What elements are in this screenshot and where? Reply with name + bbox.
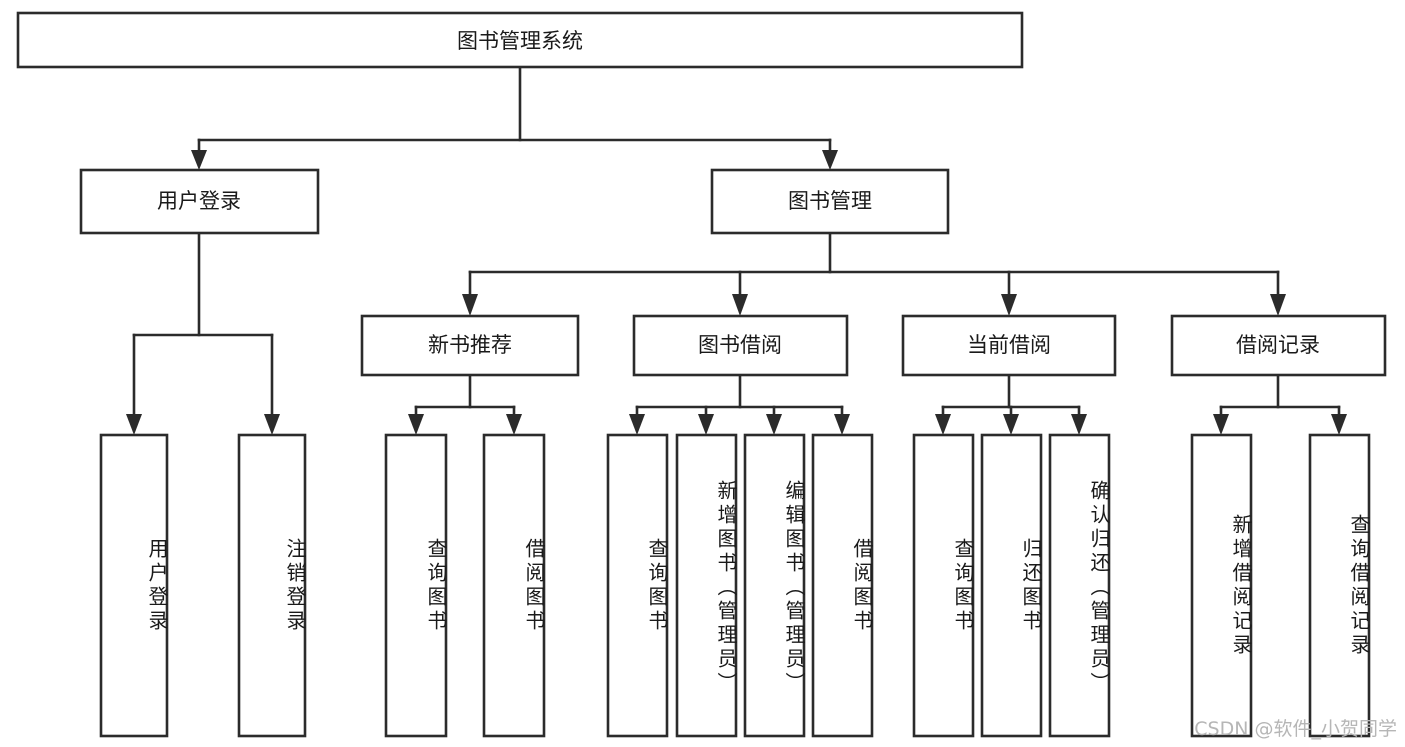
- node-borrow-record-box[interactable]: [1170, 314, 1387, 377]
- node-current-borrow-label: 当前借阅: [967, 333, 1051, 357]
- leaf-box-add-borrow-record[interactable]: [1190, 433, 1253, 738]
- leaf-box-borrow-book-bb[interactable]: [811, 433, 874, 738]
- node-new-book-rec[interactable]: 新书推荐: [360, 314, 580, 377]
- arrow-to-book-borrow: [732, 294, 748, 316]
- arrow-to-leaf-logout: [264, 414, 280, 435]
- arrow-bb-leaf-2: [698, 414, 714, 435]
- leaf-box-edit-book-admin[interactable]: [743, 433, 806, 738]
- node-root[interactable]: 图书管理系统: [16, 11, 1024, 69]
- node-root-box[interactable]: [16, 11, 1024, 69]
- node-user-login[interactable]: 用户登录: [79, 168, 320, 235]
- leaf-box-return-book[interactable]: [980, 433, 1043, 738]
- leaf-box-logout[interactable]: [237, 433, 307, 738]
- node-book-manage-box[interactable]: [710, 168, 950, 235]
- node-current-borrow-box[interactable]: [901, 314, 1117, 377]
- node-user-login-box[interactable]: [79, 168, 320, 235]
- node-book-borrow-box[interactable]: [632, 314, 849, 377]
- node-book-borrow[interactable]: 图书借阅: [632, 314, 849, 377]
- arrow-to-current-borrow: [1001, 294, 1017, 316]
- arrow-bb-leaf-3: [766, 414, 782, 435]
- leaf-box-query-book-cb[interactable]: [912, 433, 975, 738]
- arrow-cb-leaf-3: [1071, 414, 1087, 435]
- leaf-box-confirm-return-admin[interactable]: [1048, 433, 1111, 738]
- node-book-manage-label: 图书管理: [788, 189, 872, 213]
- arrow-br-leaf-2: [1331, 414, 1347, 435]
- node-new-book-rec-label: 新书推荐: [428, 333, 512, 357]
- leaf-box-query-borrow-record[interactable]: [1308, 433, 1371, 738]
- connector-group: [126, 65, 1347, 435]
- node-book-borrow-label: 图书借阅: [698, 333, 782, 357]
- node-user-login-label: 用户登录: [157, 189, 241, 213]
- arrow-to-leaf-user-login: [126, 414, 142, 435]
- arrow-cb-leaf-1: [935, 414, 951, 435]
- csdn-watermark: CSDN @软件_小贺同学: [1194, 718, 1397, 740]
- leaf-box-group: [99, 433, 1371, 738]
- node-book-manage[interactable]: 图书管理: [710, 168, 950, 235]
- node-borrow-record[interactable]: 借阅记录: [1170, 314, 1387, 377]
- node-new-book-rec-box[interactable]: [360, 314, 580, 377]
- arrow-cb-leaf-2: [1003, 414, 1019, 435]
- arrow-root-to-user-login: [191, 150, 207, 170]
- arrow-bb-leaf-1: [629, 414, 645, 435]
- arrow-root-to-book-manage: [822, 150, 838, 170]
- node-borrow-record-label: 借阅记录: [1236, 333, 1320, 357]
- leaf-box-add-book-admin[interactable]: [675, 433, 738, 738]
- leaf-box-borrow-book-nbr[interactable]: [482, 433, 546, 738]
- leaf-box-user-login[interactable]: [99, 433, 169, 738]
- leaf-box-query-book-bb[interactable]: [606, 433, 669, 738]
- arrow-br-leaf-1: [1213, 414, 1229, 435]
- arrow-nbr-leaf-2: [506, 414, 522, 435]
- arrow-to-borrow-record: [1270, 294, 1286, 316]
- node-root-label: 图书管理系统: [457, 29, 583, 53]
- arrow-nbr-leaf-1: [408, 414, 424, 435]
- arrow-bb-leaf-4: [834, 414, 850, 435]
- arrow-to-new-book-rec: [462, 294, 478, 316]
- node-current-borrow[interactable]: 当前借阅: [901, 314, 1117, 377]
- leaf-box-query-book-nbr[interactable]: [384, 433, 448, 738]
